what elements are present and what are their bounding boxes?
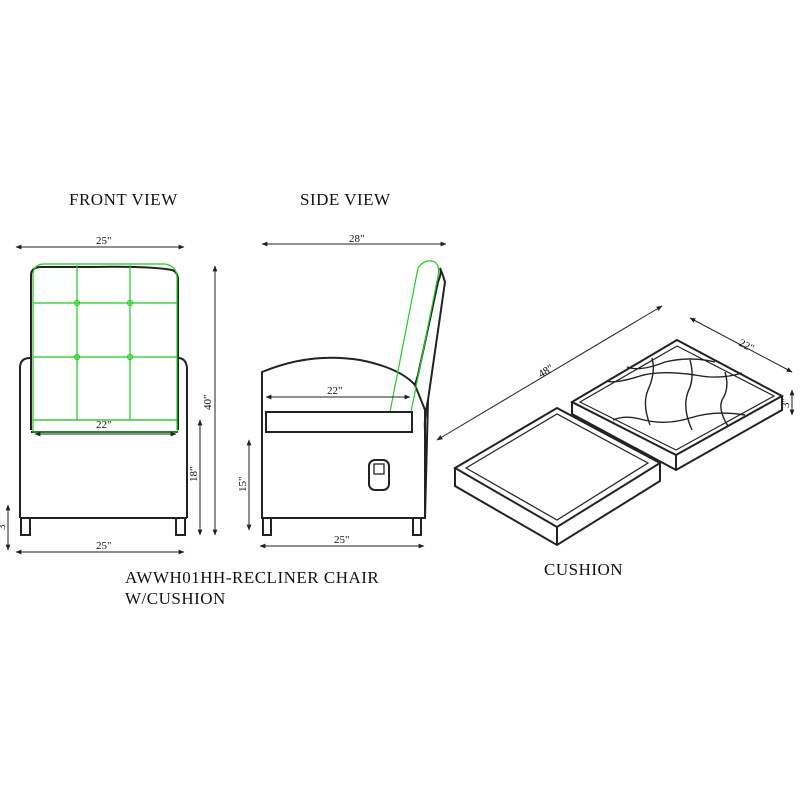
dim-front-seat-width: 22": [96, 419, 112, 431]
front-backrest-frame: [30, 265, 179, 430]
side-view-drawing: [261, 267, 447, 536]
side-rear-leg: [412, 517, 422, 536]
front-right-arm: [177, 357, 188, 518]
side-cushion: [266, 260, 440, 413]
side-dimension-lines: [246, 241, 447, 549]
side-body: [261, 356, 426, 519]
cushion-drawing: [453, 338, 785, 547]
dim-cushion-length: 48": [536, 362, 555, 380]
dim-front-height: 40": [202, 395, 214, 411]
front-view-title: FRONT VIEW: [69, 190, 178, 209]
side-seat-cushion: [265, 411, 413, 433]
side-front-leg: [262, 517, 272, 536]
dim-front-seat-height: 18": [188, 467, 200, 483]
dim-front-leg-height: 3": [0, 520, 8, 530]
cushion-back-section: [569, 338, 785, 457]
dim-front-top-width: 25": [96, 235, 112, 247]
front-view-drawing: [19, 265, 188, 536]
cushion-seat-section: [453, 406, 663, 529]
cushion-dimension-lines: [436, 305, 795, 441]
dim-front-base-width: 25": [96, 540, 112, 552]
dim-cushion-thickness: 3": [780, 398, 792, 408]
dim-side-seat-height: 15": [237, 477, 249, 493]
cushion-title: CUSHION: [544, 560, 624, 579]
product-name-line2: W/CUSHION: [125, 589, 226, 608]
front-cushion: [32, 263, 178, 433]
side-view-title: SIDE VIEW: [300, 190, 391, 209]
front-left-arm: [19, 357, 31, 518]
front-left-leg: [20, 517, 31, 536]
front-dimension-lines: [5, 244, 218, 555]
front-right-leg: [175, 517, 186, 536]
product-name-line1: AWWH01HH-RECLINER CHAIR: [125, 568, 380, 587]
dim-cushion-width: 22": [737, 337, 756, 355]
dim-side-seat-depth: 22": [327, 385, 343, 397]
dim-side-depth: 28": [349, 233, 365, 245]
side-recline-handle: [368, 459, 390, 491]
dim-side-base-width: 25": [334, 534, 350, 546]
side-back-frame: [414, 267, 447, 431]
